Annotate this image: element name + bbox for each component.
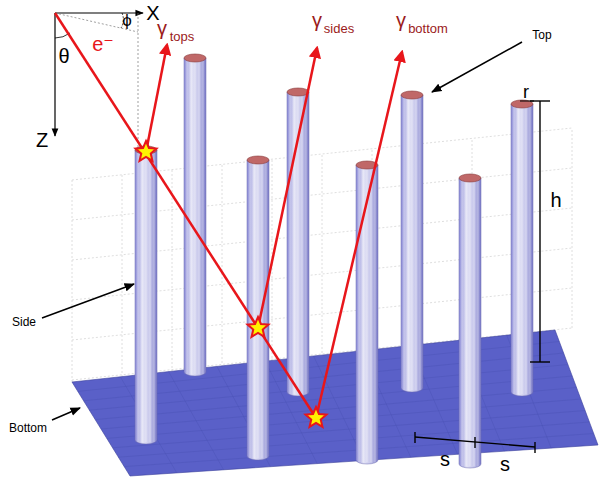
gamma-label: γ xyxy=(396,10,406,30)
dimension-label: r xyxy=(523,83,529,101)
axis-label: Z xyxy=(36,130,48,150)
pillar xyxy=(511,100,533,396)
pillar xyxy=(247,156,269,460)
gamma-subscript: bottom xyxy=(408,22,448,35)
projection-line xyxy=(138,13,139,150)
leader-arrow xyxy=(432,42,522,92)
part-label: Top xyxy=(532,29,551,41)
pillar xyxy=(356,161,378,464)
dimension-label: s xyxy=(440,449,450,469)
gamma-label: γ xyxy=(157,18,167,38)
angle-label: ϕ xyxy=(122,12,132,29)
gamma-ray xyxy=(258,48,317,328)
dimension-label: h xyxy=(550,190,561,210)
part-label: Side xyxy=(12,316,36,328)
pillar xyxy=(135,146,157,444)
leader-arrow xyxy=(52,408,80,420)
gamma-ray xyxy=(146,45,167,152)
pillar xyxy=(401,91,423,392)
electron-track xyxy=(55,13,316,418)
gamma-subscript: sides xyxy=(324,22,354,35)
interaction-star xyxy=(248,317,269,337)
gamma-label: γ xyxy=(312,10,322,30)
part-label: Bottom xyxy=(9,422,47,434)
angle-label: θ xyxy=(58,46,69,66)
leader-arrow xyxy=(42,284,134,318)
dimension-label: s xyxy=(500,454,510,474)
gamma-ray xyxy=(316,52,402,418)
interaction-star xyxy=(306,407,327,427)
interaction-star xyxy=(136,141,157,161)
gamma-subscript: tops xyxy=(170,30,195,43)
particle-label: e⁻ xyxy=(92,34,114,54)
z-axis xyxy=(54,13,55,136)
pillar xyxy=(184,54,206,376)
pillar xyxy=(459,174,481,468)
dimension-lines xyxy=(415,101,550,453)
